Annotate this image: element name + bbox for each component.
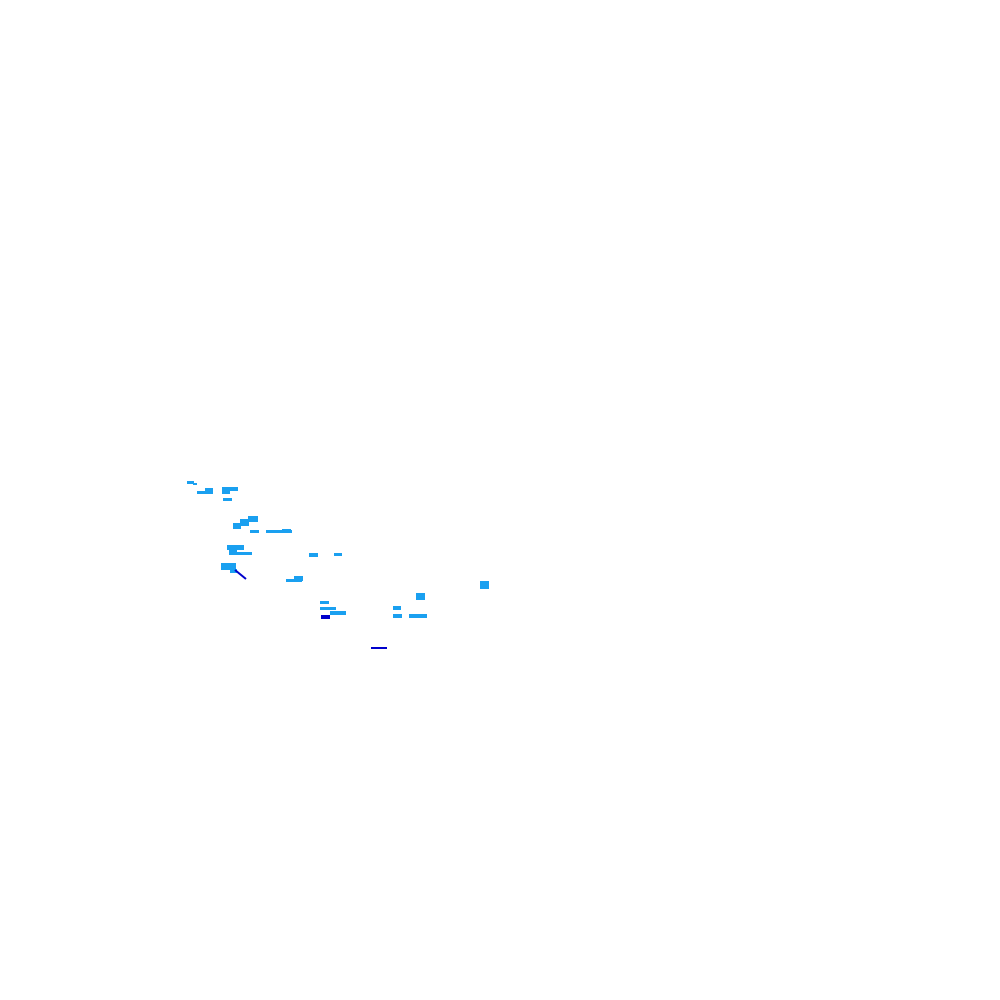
water-patch-light: [282, 529, 291, 532]
water-patch-light: [294, 576, 303, 581]
water-patch-light: [393, 606, 401, 610]
water-patch-dark: [371, 647, 387, 649]
light-water-layer: [187, 481, 489, 618]
water-patch-light: [309, 553, 318, 557]
water-patch-light: [205, 488, 213, 494]
water-patch-light: [230, 569, 237, 573]
water-patch-light: [240, 519, 249, 526]
water-patch-light: [233, 523, 241, 529]
water-patch-light: [330, 611, 346, 615]
water-patch-light: [221, 563, 236, 570]
water-patch-light: [187, 481, 194, 484]
water-patch-light: [266, 530, 292, 533]
water-patch-light: [409, 614, 427, 618]
water-patch-light: [197, 491, 211, 494]
water-patch-light: [222, 491, 230, 494]
water-patch-light: [480, 581, 489, 589]
water-patch-light: [320, 601, 329, 604]
water-stream-dark: [234, 569, 247, 580]
water-patch-light: [248, 516, 258, 522]
dark-water-layer: [234, 569, 387, 649]
water-patch-light: [250, 530, 259, 533]
water-patch-light: [222, 487, 238, 491]
water-patch-light: [416, 593, 425, 600]
water-patch-dark: [321, 615, 330, 619]
water-patch-light: [227, 545, 244, 550]
water-patch-light: [193, 483, 197, 485]
water-patch-light: [233, 552, 252, 555]
water-patch-light: [320, 607, 336, 610]
water-patch-light: [393, 614, 402, 618]
water-patch-light: [334, 553, 342, 556]
water-patch-light: [223, 498, 232, 501]
